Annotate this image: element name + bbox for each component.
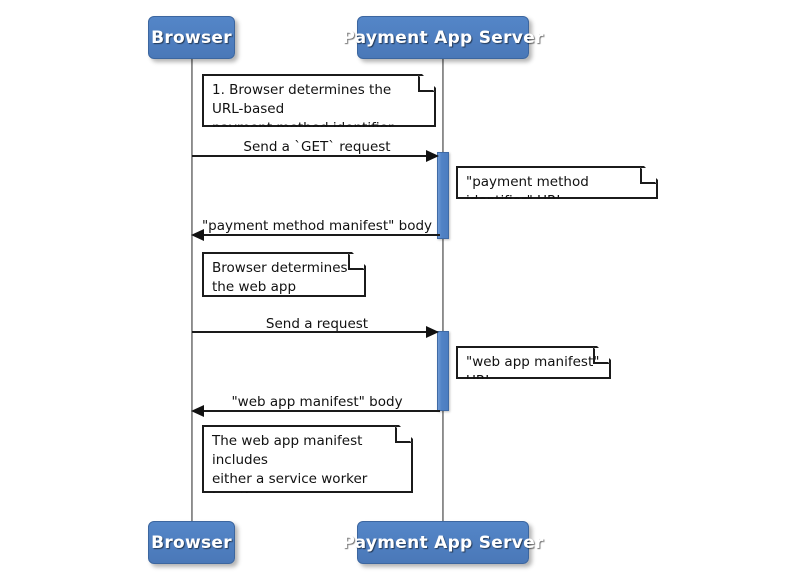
note-browser-determines-identifier-text: 1. Browser determines the URL-based paym… — [212, 82, 394, 136]
note-browser-determines-web-app-manifest-url-text: Browser determines the web app manifest … — [212, 260, 348, 314]
message-label-send-get-request: Send a `GET` request — [243, 139, 391, 155]
note-payment-method-identifier-url-text: "payment method identifier" URL — [466, 174, 589, 209]
lifeline-browser — [191, 57, 193, 522]
note-web-app-manifest-url: "web app manifest" URL — [456, 346, 611, 379]
message-label-payment-method-manifest-body: "payment method manifest" body — [201, 218, 433, 234]
message-line-payment-method-manifest-body — [200, 234, 440, 236]
note-web-app-manifest-url-text: "web app manifest" URL — [466, 354, 600, 389]
message-arrowhead-payment-method-manifest-body — [191, 229, 204, 241]
activation-server-1 — [437, 152, 449, 239]
note-browser-determines-identifier: 1. Browser determines the URL-based paym… — [202, 74, 436, 127]
note-web-app-manifest-includes: The web app manifest includes either a s… — [202, 425, 413, 493]
participant-browser-top-label: Browser — [151, 27, 232, 48]
note-browser-determines-web-app-manifest-url: Browser determines the web app manifest … — [202, 252, 366, 297]
message-label-send-a-request: Send a request — [265, 316, 369, 332]
participant-browser-bottom-label: Browser — [151, 532, 232, 553]
message-arrowhead-send-a-request — [426, 326, 439, 338]
activation-server-2 — [437, 331, 449, 411]
participant-payment-app-server-bottom-label: Payment App Server — [342, 532, 544, 553]
message-arrowhead-send-get-request — [426, 150, 439, 162]
participant-browser-top[interactable]: Browser — [148, 16, 235, 59]
note-payment-method-identifier-url: "payment method identifier" URL — [456, 166, 658, 199]
lifeline-payment-app-server — [442, 57, 444, 522]
participant-browser-bottom[interactable]: Browser — [148, 521, 235, 564]
note-fold-icon — [348, 253, 365, 270]
message-arrowhead-web-app-manifest-body — [191, 405, 204, 417]
participant-payment-app-server-top[interactable]: Payment App Server — [342, 16, 543, 59]
note-fold-icon — [640, 167, 657, 184]
note-fold-icon — [418, 75, 435, 92]
message-line-send-a-request — [192, 331, 432, 333]
note-fold-icon — [395, 426, 412, 443]
message-label-web-app-manifest-body: "web app manifest" body — [231, 394, 403, 410]
participant-payment-app-server-top-label: Payment App Server — [342, 27, 544, 48]
participant-payment-app-server-bottom[interactable]: Payment App Server — [342, 521, 543, 564]
message-line-send-get-request — [192, 155, 432, 157]
note-web-app-manifest-includes-text: The web app manifest includes either a s… — [212, 433, 379, 525]
message-line-web-app-manifest-body — [200, 410, 440, 412]
